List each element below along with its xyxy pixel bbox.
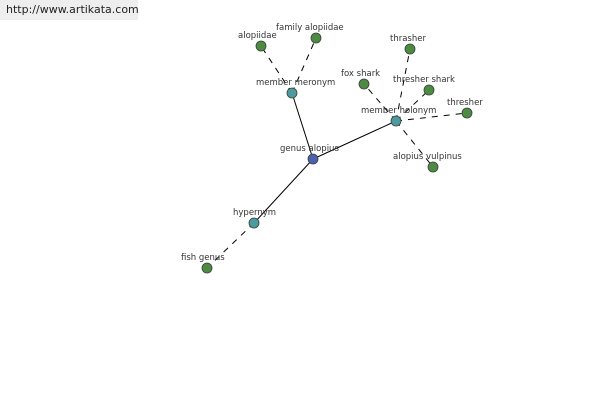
node-fish-genus[interactable]: fish genus <box>181 253 225 274</box>
node-thresher-shark[interactable]: thresher shark <box>393 75 455 96</box>
node-circle-thresher-shark[interactable] <box>423 84 435 96</box>
node-genus-alopius[interactable]: genus alopius <box>280 144 339 165</box>
site-url-link[interactable]: http://www.artikata.com <box>0 0 138 20</box>
graph-edges <box>206 37 468 269</box>
node-hypernym[interactable]: hypernym <box>233 208 276 229</box>
node-family-alopiidae[interactable]: family alopiidae <box>276 23 344 44</box>
node-circle-hypernym[interactable] <box>248 217 260 229</box>
node-alopiidae[interactable]: alopiidae <box>238 31 277 52</box>
node-member-meronym[interactable]: member meronym <box>256 78 335 99</box>
edge-member-holonym-to-fox-shark <box>363 83 397 122</box>
edge-member-holonym-to-thrasher <box>395 48 411 122</box>
edge-member-holonym-to-thresher-shark <box>395 89 430 122</box>
graph-nodes: genus alopius member meronym member holony… <box>181 23 483 274</box>
node-circle-thresher[interactable] <box>461 107 473 119</box>
edge-member-holonym-to-alopius-vulpinus <box>395 120 434 168</box>
node-label-thrasher[interactable]: thrasher <box>390 34 426 44</box>
node-member-holonym[interactable]: member holonym <box>361 106 436 127</box>
node-circle-family-alopiidae[interactable] <box>310 32 322 44</box>
edge-genus-alopius-to-member-holonym <box>312 120 397 160</box>
node-fox-shark[interactable]: fox shark <box>341 69 380 90</box>
edge-member-meronym-to-family-alopiidae <box>291 37 317 94</box>
node-label-genus-alopius[interactable]: genus alopius <box>280 144 339 154</box>
node-label-thresher-shark[interactable]: thresher shark <box>393 75 455 85</box>
node-circle-genus-alopius[interactable] <box>307 153 319 165</box>
node-label-member-meronym[interactable]: member meronym <box>256 78 335 88</box>
node-circle-thrasher[interactable] <box>404 43 416 55</box>
node-alopius-vulpinus[interactable]: alopius vulpinus <box>393 152 462 173</box>
node-circle-fish-genus[interactable] <box>201 262 213 274</box>
node-label-hypernym[interactable]: hypernym <box>233 208 276 218</box>
node-thresher[interactable]: thresher <box>447 98 483 119</box>
node-label-fish-genus[interactable]: fish genus <box>181 253 225 263</box>
edge-genus-alopius-to-hypernym <box>253 158 314 224</box>
node-label-family-alopiidae[interactable]: family alopiidae <box>276 23 344 33</box>
node-circle-member-meronym[interactable] <box>286 87 298 99</box>
node-label-alopius-vulpinus[interactable]: alopius vulpinus <box>393 152 462 162</box>
edge-genus-alopius-to-member-meronym <box>291 92 314 160</box>
node-circle-fox-shark[interactable] <box>358 78 370 90</box>
node-thrasher[interactable]: thrasher <box>390 34 426 55</box>
node-circle-alopius-vulpinus[interactable] <box>427 161 439 173</box>
node-label-alopiidae[interactable]: alopiidae <box>238 31 277 41</box>
node-label-member-holonym[interactable]: member holonym <box>361 106 436 116</box>
node-circle-member-holonym[interactable] <box>390 115 402 127</box>
node-label-fox-shark[interactable]: fox shark <box>341 69 380 79</box>
edge-member-meronym-to-alopiidae <box>260 45 293 94</box>
node-label-thresher[interactable]: thresher <box>447 98 483 108</box>
node-circle-alopiidae[interactable] <box>255 40 267 52</box>
